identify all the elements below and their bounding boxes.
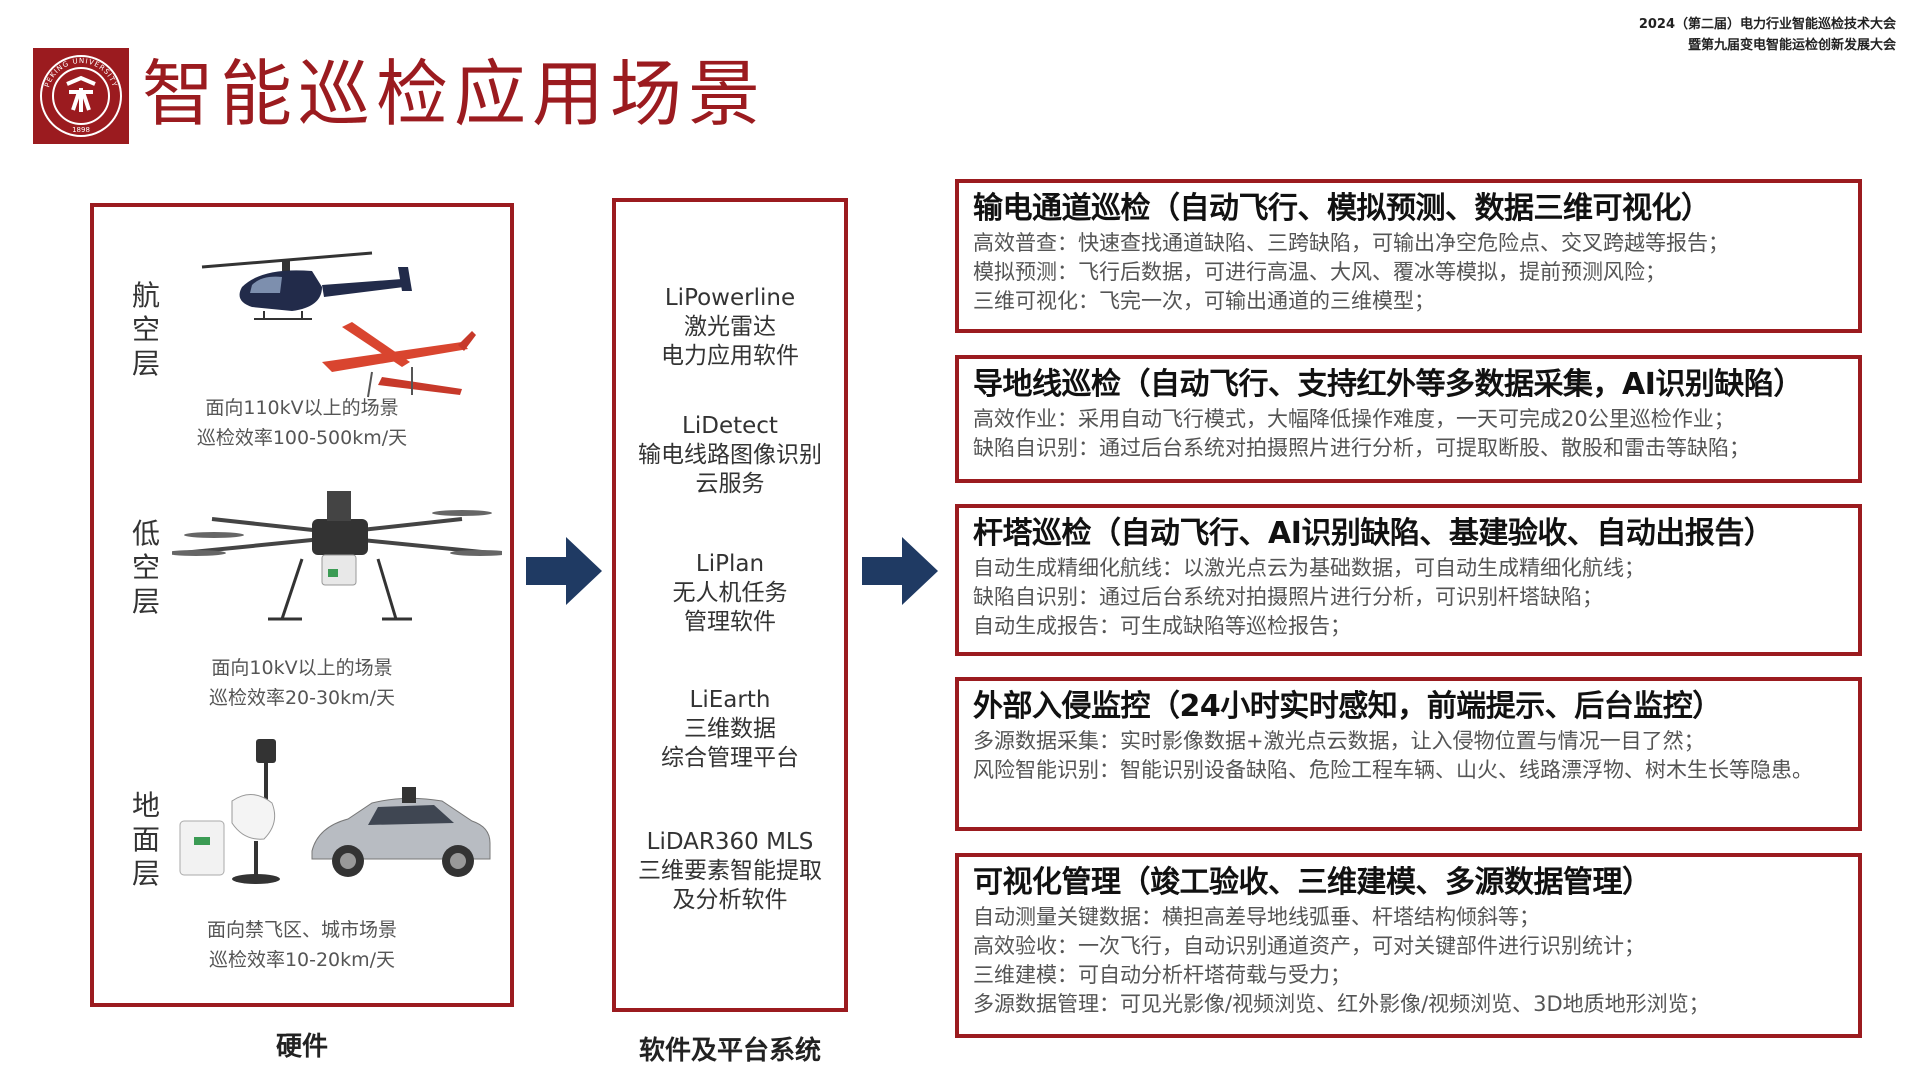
layer-description: 面向10kV以上的场景 巡检效率20-30km/天 — [94, 653, 510, 713]
scenario-conductor-ground-wire: 导地线巡检（自动飞行、支持红外等多数据采集，AI识别缺陷） 高效作业：采用自动飞… — [955, 355, 1862, 483]
software-name: LiEarth — [689, 687, 771, 713]
scenario-transmission-channel: 输电通道巡检（自动飞行、模拟预测、数据三维可视化） 高效普查：快速查找通道缺陷、… — [955, 179, 1862, 333]
conference-name: 2024（第二届）电力行业智能巡检技术大会 暨第九届变电智能运检创新发展大会 — [1639, 14, 1896, 56]
layer-efficiency: 巡检效率10-20km/天 — [208, 949, 396, 971]
software-desc-line-1: 三维要素智能提取 — [638, 858, 822, 884]
helicopter-and-fixed-wing-drone-illustration — [201, 251, 476, 398]
software-item-lidetect: LiDetect 输电线路图像识别 云服务 — [616, 412, 844, 499]
scenario-line: 缺陷自识别：通过后台系统对拍摄照片进行分析，可识别杆塔缺陷； — [973, 585, 1603, 609]
scenario-title: 外部入侵监控（24小时实时感知，前端提示、后台监控） — [973, 689, 1722, 724]
layer-name: 航空层 — [131, 279, 160, 380]
scenario-title: 输电通道巡检（自动飞行、模拟预测、数据三维可视化） — [973, 191, 1711, 226]
layer-scene: 面向10kV以上的场景 — [211, 657, 393, 679]
scenario-title: 导地线巡检（自动飞行、支持红外等多数据采集，AI识别缺陷） — [973, 367, 1803, 402]
software-desc-line-1: 输电线路图像识别 — [638, 442, 822, 468]
scenario-line: 模拟预测：飞行后数据，可进行高温、大风、覆冰等模拟，提前预测风险； — [973, 260, 1666, 284]
scenario-line: 高效普查：快速查找通道缺陷、三跨缺陷，可输出净空危险点、交叉跨越等报告； — [973, 231, 1729, 255]
logo-year: 1898 — [72, 126, 90, 134]
page-title: 智能巡检应用场景 — [142, 52, 767, 136]
software-desc-line-1: 三维数据 — [684, 716, 776, 742]
scenario-line: 高效验收：一次飞行，自动识别通道资产，可对关键部件进行识别统计； — [973, 934, 1645, 958]
layer-name: 低空层 — [131, 517, 160, 618]
hardware-layer-aerial: 航空层 面向110kV以上的场景 巡检效率100-500km/天 — [94, 207, 510, 469]
scenario-line: 自动生成报告：可生成缺陷等巡检报告； — [973, 614, 1351, 638]
scenario-visual-management: 可视化管理（竣工验收、三维建模、多源数据管理） 自动测量关键数据：横担高差导地线… — [955, 853, 1862, 1038]
scenario-line: 多源数据管理：可见光影像/视频浏览、红外影像/视频浏览、3D地质地形浏览； — [973, 992, 1710, 1016]
layer-description: 面向110kV以上的场景 巡检效率100-500km/天 — [94, 393, 510, 453]
quadcopter-drone-illustration — [172, 491, 502, 621]
software-desc-line-2: 管理软件 — [684, 609, 776, 635]
university-logo: PEKING UNIVERSITY 1898 — [33, 48, 129, 144]
layer-description: 面向禁飞区、城市场景 巡检效率10-20km/天 — [94, 915, 510, 975]
layer-name: 地面层 — [131, 789, 160, 890]
software-item-lipowerline: LiPowerline 激光雷达 电力应用软件 — [616, 284, 844, 371]
software-name: LiPowerline — [664, 285, 796, 311]
software-item-liplan: LiPlan 无人机任务 管理软件 — [616, 550, 844, 637]
scenario-line: 高效作业：采用自动飞行模式，大幅降低操作难度，一天可完成20公里巡检作业； — [973, 407, 1735, 431]
software-name: LiDetect — [682, 413, 778, 439]
scenario-line: 三维建模：可自动分析杆塔荷载与受力； — [973, 963, 1351, 987]
scenario-tower: 杆塔巡检（自动飞行、AI识别缺陷、基建验收、自动出报告） 自动生成精细化航线：以… — [955, 504, 1862, 656]
software-panel: LiPowerline 激光雷达 电力应用软件 LiDetect 输电线路图像识… — [612, 198, 848, 1012]
layer-efficiency: 巡检效率20-30km/天 — [208, 687, 396, 709]
handheld-scanner-and-vehicle-illustration — [179, 739, 491, 884]
scenario-line: 自动测量关键数据：横担高差导地线弧垂、杆塔结构倾斜等； — [973, 905, 1540, 929]
layer-scene: 面向110kV以上的场景 — [205, 397, 399, 419]
software-desc-line-1: 无人机任务 — [672, 580, 788, 606]
layer-scene: 面向禁飞区、城市场景 — [206, 919, 397, 941]
scenario-intrusion-monitoring: 外部入侵监控（24小时实时感知，前端提示、后台监控） 多源数据采集：实时影像数据… — [955, 677, 1862, 831]
scenario-line: 风险智能识别：智能识别设备缺陷、危险工程车辆、山火、线路漂浮物、树木生长等隐患。 — [973, 758, 1813, 782]
conference-line-1: 2024（第二届）电力行业智能巡检技术大会 — [1638, 17, 1896, 32]
software-item-liearth: LiEarth 三维数据 综合管理平台 — [616, 686, 844, 773]
layer-efficiency: 巡检效率100-500km/天 — [196, 427, 408, 449]
software-item-lidar360-mls: LiDAR360 MLS 三维要素智能提取 及分析软件 — [616, 828, 844, 915]
arrow-right-icon — [862, 537, 938, 605]
arrow-right-icon — [526, 537, 602, 605]
software-name: LiPlan — [695, 551, 765, 577]
scenario-line: 自动生成精细化航线：以激光点云为基础数据，可自动生成精细化航线； — [973, 556, 1645, 580]
software-desc-line-1: 激光雷达 — [684, 314, 776, 340]
scenario-title: 杆塔巡检（自动飞行、AI识别缺陷、基建验收、自动出报告） — [973, 516, 1774, 551]
hardware-layer-ground: 地面层 面向禁飞区、城市场景 巡检效率10-20km/天 — [94, 731, 510, 993]
hardware-caption: 硬件 — [275, 1032, 328, 1062]
software-desc-line-2: 电力应用软件 — [661, 343, 799, 369]
scenario-title: 可视化管理（竣工验收、三维建模、多源数据管理） — [973, 865, 1652, 900]
hardware-panel: 航空层 面向110kV以上的场景 巡检效率100-500km/天 低空层 — [90, 203, 514, 1007]
software-desc-line-2: 综合管理平台 — [661, 745, 799, 771]
scenario-line: 缺陷自识别：通过后台系统对拍摄照片进行分析，可提取断股、散股和雷击等缺陷； — [973, 436, 1750, 460]
software-desc-line-2: 及分析软件 — [672, 887, 788, 913]
software-name: LiDAR360 MLS — [646, 829, 814, 855]
hardware-layer-low-altitude: 低空层 面向10kV以上的场景 巡检效率20-30km/天 — [94, 469, 510, 731]
conference-line-2: 暨第九届变电智能运检创新发展大会 — [1687, 38, 1896, 53]
scenario-line: 多源数据采集：实时影像数据+激光点云数据，让入侵物位置与情况一目了然； — [973, 729, 1705, 753]
scenario-line: 三维可视化：飞完一次，可输出通道的三维模型； — [973, 289, 1435, 313]
software-desc-line-2: 云服务 — [695, 471, 765, 497]
software-caption: 软件及平台系统 — [638, 1036, 821, 1066]
